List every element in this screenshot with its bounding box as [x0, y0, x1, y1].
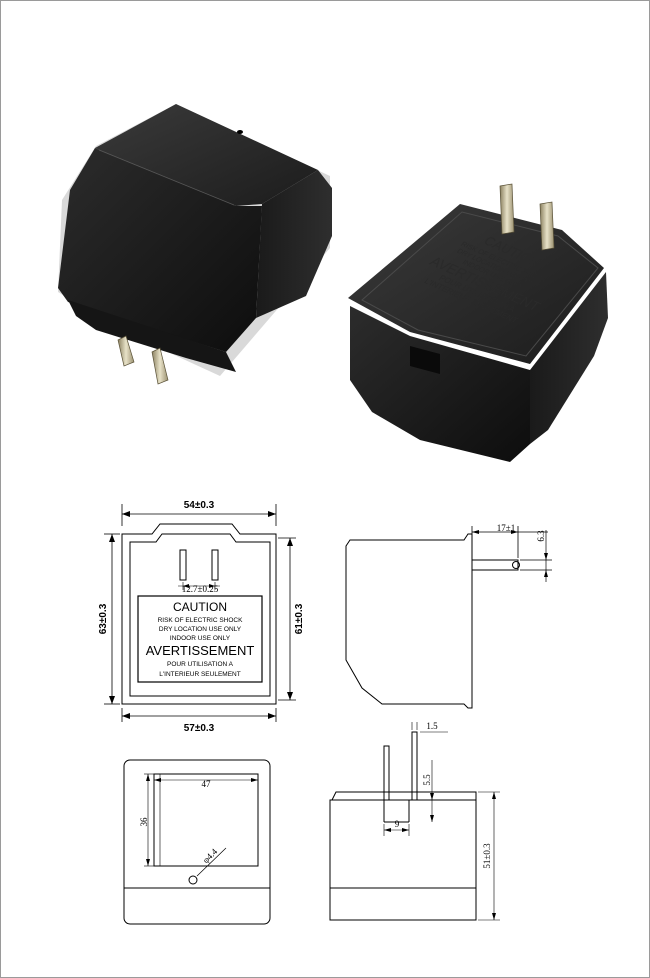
adapter-top-face [95, 104, 318, 206]
dim-top-width: 54±0.3 [184, 500, 215, 511]
pin-left [117, 335, 135, 367]
label-avertissement: AVERTISSEMENT [146, 643, 255, 658]
label-line1: RISK OF ELECTRIC SHOCK [158, 617, 244, 624]
adapter-photo-front [58, 104, 332, 385]
drawing-side-view [345, 526, 552, 709]
label-line3: INDOOR USE ONLY [170, 635, 231, 642]
drawing-back-view [123, 759, 271, 925]
adapter-front-face [58, 148, 262, 352]
dim-pin-width: 6.3 [536, 530, 546, 542]
adapter-photo-back: CAUTION RISK OF ELECTRIC SHOCK DRY LOCAT… [348, 183, 608, 462]
adapter-bottom-face [350, 306, 530, 462]
label-plate [137, 595, 263, 683]
dim-right-height: 61±0.3 [294, 603, 305, 634]
dim-depth: 51±0.3 [482, 843, 492, 869]
label-text: CAUTION RISK OF ELECTRIC SHOCK DRY LOCAT… [146, 600, 255, 678]
dim-bottom-width: 57±0.3 [184, 723, 215, 734]
adapter-right-face [530, 272, 608, 444]
drawing-front-view [104, 504, 296, 722]
label-line2: DRY LOCATION USE ONLY [159, 626, 242, 633]
label-line4: POUR UTILISATION A [167, 661, 234, 668]
adapter-side-face [256, 170, 332, 318]
dim-pin-offset: 5.5 [422, 774, 432, 786]
pin-back-left [499, 183, 515, 235]
pin-back-right [539, 201, 555, 251]
dim-pin-thickness: 1.5 [426, 721, 438, 731]
dim-hole: φ4.4 [201, 846, 220, 865]
dim-pin-spacing: 12.7±0.25 [182, 584, 219, 594]
adapter-back-face [348, 204, 604, 364]
dim-pin-base: 9 [395, 819, 400, 829]
drawing-elevation-view [329, 722, 500, 921]
pin-right [151, 347, 169, 385]
label-line5: L'INTERIEUR SEULEMENT [159, 671, 240, 678]
dim-inner-height: 36 [139, 817, 149, 827]
label-caution: CAUTION [173, 600, 227, 614]
dim-inner-width: 47 [202, 779, 212, 789]
dim-pin-length: 17±1 [497, 523, 515, 533]
dim-left-height: 63±0.3 [98, 603, 109, 634]
